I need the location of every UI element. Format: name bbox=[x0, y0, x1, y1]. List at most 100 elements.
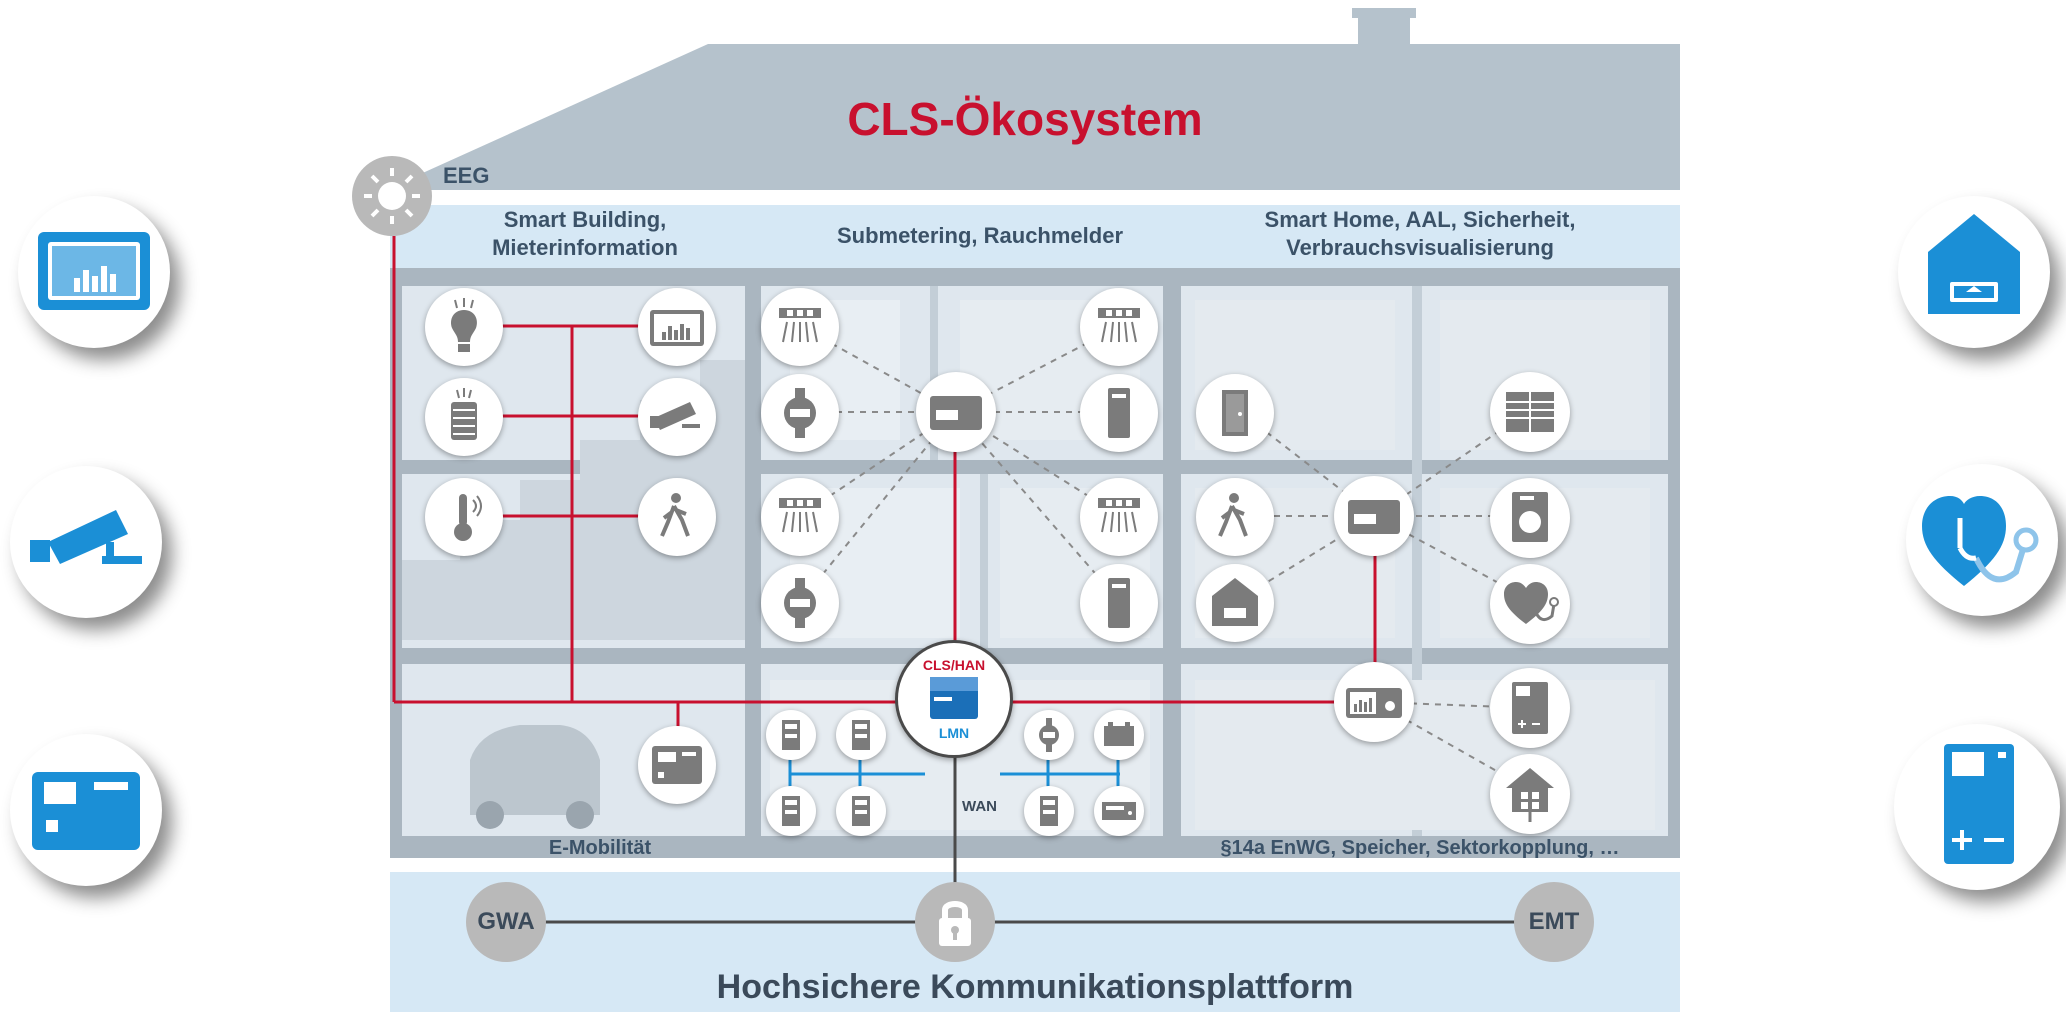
lock-icon bbox=[939, 901, 971, 946]
house-grid-icon bbox=[1506, 768, 1554, 822]
smart-home-controller-node bbox=[1334, 476, 1414, 556]
heart-stethoscope-icon bbox=[1504, 582, 1559, 624]
smoke-detector-node-1 bbox=[761, 288, 839, 366]
lightbulb-node bbox=[425, 288, 503, 366]
battery-storage-icon bbox=[1944, 744, 2014, 864]
heat-cost-allocator-icon bbox=[1108, 578, 1130, 628]
zone-smart-home: Smart Home, AAL, Sicherheit, Verbrauchsv… bbox=[1210, 206, 1630, 262]
meter-node-1 bbox=[766, 710, 816, 760]
heater-node bbox=[425, 378, 503, 456]
smart-meter-gateway-icon bbox=[930, 677, 978, 719]
thermometer-icon bbox=[454, 494, 482, 541]
chimney-cap bbox=[1352, 8, 1416, 18]
door-icon bbox=[1222, 390, 1248, 436]
eeg-label: EEG bbox=[443, 163, 490, 188]
meter-node-5 bbox=[1024, 786, 1074, 836]
outer-security-node bbox=[10, 466, 162, 618]
wallbox-icon bbox=[32, 772, 140, 850]
electricity-meter-icon bbox=[852, 796, 870, 826]
security-camera-icon bbox=[30, 510, 142, 564]
battery-node bbox=[1490, 668, 1570, 748]
lightbulb-icon bbox=[451, 298, 477, 352]
house-display-icon bbox=[1928, 214, 2020, 314]
gwa-node: GWA bbox=[466, 882, 546, 962]
inverter-icon bbox=[1102, 802, 1136, 820]
sector-coupling-node bbox=[1490, 754, 1570, 834]
zone-smart-building-line1: Smart Building, bbox=[503, 207, 667, 232]
smoke-detector-icon bbox=[779, 498, 821, 533]
zone-emobility: E-Mobilität bbox=[548, 837, 652, 859]
outer-battery-node bbox=[1894, 724, 2060, 890]
heat-cost-allocator-node-1 bbox=[1080, 374, 1158, 452]
meter-node-3 bbox=[766, 786, 816, 836]
camera-node bbox=[638, 378, 716, 456]
inverter-node bbox=[1094, 786, 1144, 836]
house-display-icon bbox=[1212, 578, 1258, 626]
meter-node-2 bbox=[836, 710, 886, 760]
outer-mieterinfo-node bbox=[18, 196, 170, 348]
meter-node-4 bbox=[836, 786, 886, 836]
controller-icon bbox=[1348, 500, 1400, 534]
heart-stethoscope-icon bbox=[1922, 496, 2039, 586]
door-sensor-node bbox=[1196, 374, 1274, 452]
page-title: CLS-Ökosystem bbox=[847, 93, 1203, 145]
washing-machine-icon bbox=[1512, 492, 1548, 542]
energy-manager-node bbox=[1334, 662, 1414, 742]
smoke-detector-node-2 bbox=[1080, 288, 1158, 366]
smoke-detector-icon bbox=[1098, 308, 1140, 343]
gas-meter-node bbox=[1024, 710, 1074, 760]
smart-meter-gateway-node: CLS/HAN LMN bbox=[895, 640, 1013, 758]
gas-meter-icon bbox=[1039, 718, 1059, 752]
top-band bbox=[390, 205, 1680, 273]
water-meter-node-2 bbox=[761, 564, 839, 642]
water-meter-node-1 bbox=[761, 374, 839, 452]
wan-label: WAN bbox=[962, 798, 997, 815]
outer-wallbox-node bbox=[10, 734, 162, 886]
zone-smart-building: Smart Building, Mieterinformation bbox=[440, 206, 730, 262]
lock-node bbox=[915, 882, 995, 962]
smart-home-node bbox=[1196, 564, 1274, 642]
zone-enwg: §14a EnWG, Speicher, Sektorkopplung, … bbox=[1220, 837, 1620, 859]
appliance-node bbox=[1490, 478, 1570, 558]
car-silhouette bbox=[470, 725, 600, 815]
battery-icon bbox=[1104, 722, 1134, 746]
heat-cost-allocator-icon bbox=[1108, 388, 1130, 438]
battery-storage-icon bbox=[1512, 682, 1548, 734]
electricity-meter-icon bbox=[852, 720, 870, 750]
smoke-detector-node-4 bbox=[1080, 478, 1158, 556]
smoke-detector-icon bbox=[1098, 498, 1140, 533]
energy-display-icon bbox=[1346, 688, 1402, 718]
lmn-label: LMN bbox=[938, 725, 970, 741]
dashboard-display-icon bbox=[38, 232, 150, 310]
sun-node bbox=[352, 156, 432, 236]
motion-sensor-node bbox=[638, 478, 716, 556]
dashboard-display-icon bbox=[650, 310, 704, 346]
zone-smart-building-line2: Mieterinformation bbox=[492, 235, 678, 260]
zone-submetering: Submetering, Rauchmelder bbox=[836, 223, 1124, 248]
thermometer-node bbox=[425, 478, 503, 556]
window-shutter-icon bbox=[1506, 392, 1554, 432]
platform-title: Hochsichere Kommunikationsplattform bbox=[716, 968, 1354, 1006]
emt-node: EMT bbox=[1514, 882, 1594, 962]
roof bbox=[385, 44, 1680, 190]
electricity-meter-icon bbox=[1040, 796, 1058, 826]
wallbox-icon bbox=[652, 746, 702, 784]
water-meter-icon bbox=[784, 388, 816, 438]
heat-cost-allocator-node-2 bbox=[1080, 564, 1158, 642]
submetering-gateway-node bbox=[916, 372, 996, 452]
outer-smart-home-node bbox=[1898, 196, 2050, 348]
electricity-meter-icon bbox=[782, 720, 800, 750]
electricity-meter-icon bbox=[782, 796, 800, 826]
sun-icon bbox=[364, 168, 420, 224]
battery-meter-node bbox=[1094, 710, 1144, 760]
zone-smart-home-line2: Verbrauchsvisualisierung bbox=[1286, 235, 1554, 260]
health-node bbox=[1490, 564, 1570, 644]
radiator-icon bbox=[451, 388, 477, 440]
wallbox-node bbox=[638, 726, 716, 804]
smoke-detector-node-3 bbox=[761, 478, 839, 556]
zone-smart-home-line1: Smart Home, AAL, Sicherheit, bbox=[1264, 207, 1576, 232]
motion-sensor-node-2 bbox=[1196, 478, 1274, 556]
outer-health-node bbox=[1906, 464, 2058, 616]
smoke-detector-icon bbox=[779, 308, 821, 343]
